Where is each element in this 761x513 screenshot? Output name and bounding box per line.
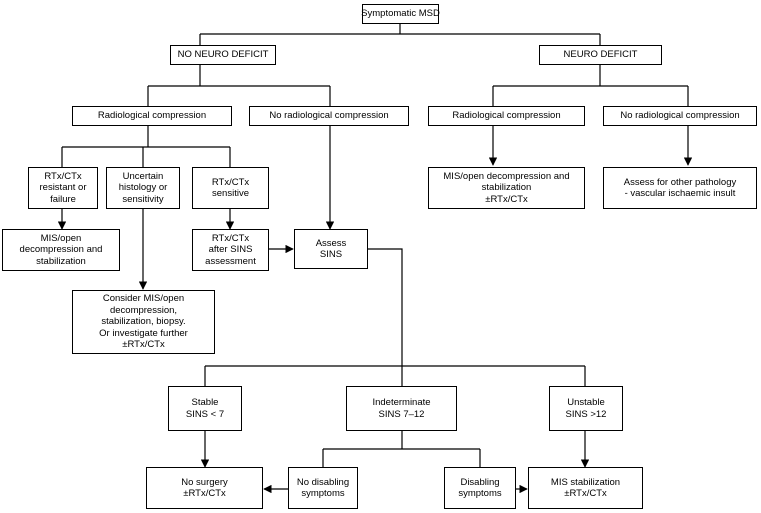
connector-neuro: [492, 65, 689, 106]
node-text: RTx/CTx: [211, 232, 250, 244]
node-symptomatic-msd: Symptomatic MSD: [361, 4, 440, 24]
node-mis-open-decompression-left: MIS/open decompression and stabilization: [2, 229, 120, 271]
node-text: Consider MIS/open: [102, 293, 185, 305]
node-rtx-after-sins: RTx/CTx after SINS assessment: [192, 229, 269, 271]
node-text: SINS 7–12: [378, 408, 425, 420]
node-text: - vascular ischaemic insult: [624, 188, 736, 199]
node-text: No surgery: [181, 476, 228, 488]
node-text: histology or: [118, 182, 168, 194]
node-text: RTx/CTx: [211, 176, 250, 188]
node-consider-mis: Consider MIS/open decompression, stabili…: [72, 290, 215, 354]
node-text: sensitive: [212, 188, 249, 199]
node-text: failure: [50, 193, 76, 205]
node-unstable-sins: Unstable SINS >12: [549, 386, 623, 431]
node-text: No radiological compression: [269, 110, 389, 122]
node-text: sensitivity: [122, 193, 164, 205]
node-no-disabling-symptoms: No disabling symptoms: [288, 467, 358, 509]
node-text: SINS >12: [565, 408, 607, 420]
node-text: ±RTx/CTx: [485, 193, 528, 205]
node-text: stabilization: [481, 182, 532, 194]
connector-root: [199, 24, 601, 45]
node-text: SINS < 7: [185, 408, 225, 420]
node-radiological-compression-left: Radiological compression: [72, 106, 232, 126]
node-text: Radiological compression: [97, 110, 207, 122]
node-text: decompression,: [109, 304, 178, 316]
node-text: Indeterminate: [372, 397, 431, 408]
node-text: Uncertain: [122, 170, 164, 182]
connector-rad-left: [61, 126, 231, 167]
node-no-neuro-deficit: NO NEURO DEFICIT: [170, 45, 276, 65]
node-mis-open-decompression-right: MIS/open decompression and stabilization…: [428, 167, 585, 209]
node-text: Unstable: [567, 397, 605, 408]
node-radiological-compression-right: Radiological compression: [428, 106, 585, 126]
node-no-radiological-compression-left: No radiological compression: [249, 106, 409, 126]
node-text: RTx/CTx: [44, 170, 82, 182]
node-text: NEURO DEFICIT: [563, 49, 638, 61]
node-text: MIS/open: [40, 232, 82, 244]
connector-indeterminate: [322, 431, 481, 467]
node-rtx-sensitive: RTx/CTx sensitive: [192, 167, 269, 209]
node-text: No radiological compression: [620, 110, 740, 122]
node-text: decompression and: [19, 244, 103, 256]
node-text: stabilization: [36, 255, 86, 267]
node-text: after SINS: [208, 244, 253, 256]
node-uncertain-histology: Uncertain histology or sensitivity: [106, 167, 180, 209]
node-text: Radiological compression: [452, 110, 561, 122]
connector-no-neuro: [147, 65, 331, 106]
node-assess-other-pathology: Assess for other pathology - vascular is…: [603, 167, 757, 209]
node-text: MIS stabilization: [550, 476, 621, 488]
node-text: assessment: [205, 255, 256, 267]
node-text: ±RTx/CTx: [564, 488, 607, 499]
node-no-radiological-compression-right: No radiological compression: [603, 106, 757, 126]
node-text: Assess: [315, 237, 347, 249]
node-assess-sins: Assess SINS: [294, 229, 368, 269]
node-text: NO NEURO DEFICIT: [177, 49, 269, 61]
node-rtx-resistant: RTx/CTx resistant or failure: [28, 167, 98, 209]
node-text: stabilization, biopsy.: [101, 316, 186, 328]
node-text: SINS: [319, 249, 343, 260]
node-text: Or investigate further: [99, 327, 188, 339]
node-text: Stable: [191, 397, 219, 408]
node-text: No disabling: [296, 476, 350, 488]
node-text: ±RTx/CTx: [122, 339, 165, 351]
node-no-surgery: No surgery ±RTx/CTx: [146, 467, 263, 509]
node-text: MIS/open decompression and: [443, 170, 570, 182]
node-text: symptoms: [301, 488, 345, 499]
node-indeterminate-sins: Indeterminate SINS 7–12: [346, 386, 457, 431]
connector-sins: [204, 248, 586, 386]
node-text: Assess for other pathology: [623, 176, 737, 188]
node-text: ±RTx/CTx: [183, 488, 226, 499]
node-text: Disabling: [460, 476, 500, 488]
node-neuro-deficit: NEURO DEFICIT: [539, 45, 662, 65]
node-stable-sins: Stable SINS < 7: [168, 386, 242, 431]
node-disabling-symptoms: Disabling symptoms: [444, 467, 516, 509]
node-text: resistant or: [39, 182, 87, 194]
node-text: Symptomatic MSD: [361, 8, 440, 20]
node-mis-stabilization: MIS stabilization ±RTx/CTx: [528, 467, 643, 509]
node-text: symptoms: [458, 488, 502, 499]
